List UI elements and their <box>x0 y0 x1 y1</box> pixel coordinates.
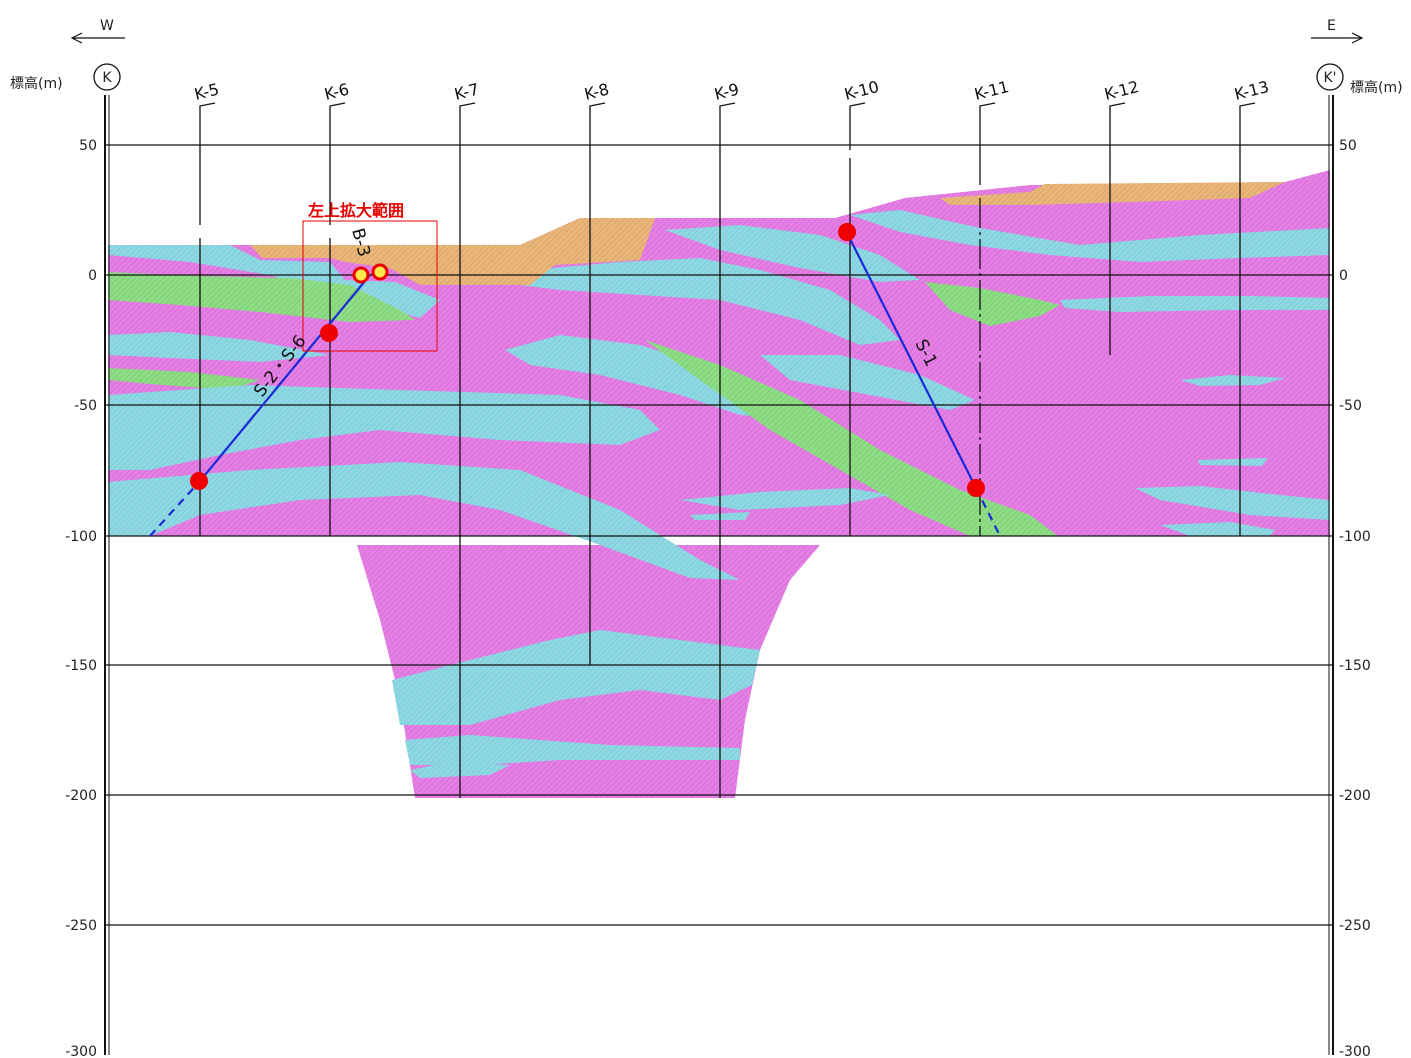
cyan-strata <box>1198 458 1268 466</box>
section-mark-circle-icon <box>1316 63 1344 91</box>
green-strata <box>645 340 1058 536</box>
cyan-strata <box>1135 486 1330 520</box>
zoom-range-box <box>302 220 438 352</box>
west-arrowhead-icon <box>70 32 83 44</box>
east-arrowhead-icon <box>1351 32 1364 44</box>
section-mark-label: K' <box>1323 70 1336 86</box>
elevation-tick-label: -100 <box>65 529 97 545</box>
cyan-strata <box>108 385 660 470</box>
fault-s1-extension <box>975 487 1001 537</box>
borehole-label: K-11 <box>972 77 1011 104</box>
borehole-label: K-7 <box>452 79 481 103</box>
cyan-strata <box>665 225 920 282</box>
elevation-tick-label: -50 <box>1339 398 1362 414</box>
fault-s1 <box>845 230 977 489</box>
section-mark-right: K' <box>1316 63 1344 91</box>
borehole-label: K-5 <box>192 79 221 103</box>
right-axis-title: 標高(m) <box>1350 79 1403 96</box>
section-mark-label: K <box>102 70 112 86</box>
cyan-strata <box>108 462 740 580</box>
right-elevation-labels: 50 0 -50 -100 -150 -200 -250 -300 <box>1339 138 1371 1058</box>
east-label: E <box>1327 18 1336 34</box>
zoom-range-label: 左上拡大範囲 <box>307 201 404 220</box>
red-point-marker <box>838 223 856 241</box>
elevation-tick-label: 50 <box>1339 138 1357 154</box>
fault-s2-s6 <box>199 274 371 482</box>
direction-indicator-east: E <box>1311 18 1364 44</box>
cyan-strata <box>108 332 330 362</box>
observation-markers <box>190 223 985 497</box>
cyan-strata <box>680 488 890 510</box>
elevation-gridlines <box>105 144 1333 926</box>
elevation-tick-label: -50 <box>74 398 97 414</box>
borehole-label: K-12 <box>1102 77 1141 104</box>
borehole-label: K-9 <box>712 79 741 103</box>
orange-surface-layer <box>250 218 655 285</box>
section-mark-circle-icon <box>93 63 121 91</box>
elevation-tick-label: -150 <box>65 658 97 674</box>
left-elevation-labels: 50 0 -50 -100 -150 -200 -250 -300 <box>65 138 97 1058</box>
elevation-tick-label: 50 <box>79 138 97 154</box>
green-strata <box>925 282 1060 326</box>
strata-layers <box>108 170 1330 798</box>
elevation-tick-label: -250 <box>1339 918 1371 934</box>
cyan-strata <box>760 355 975 410</box>
fault-s2-s6-extension <box>149 480 201 537</box>
cyan-strata <box>850 210 1330 262</box>
yellow-point-marker <box>352 266 370 284</box>
elevation-tick-label: -300 <box>1339 1044 1371 1058</box>
elevation-tick-label: -200 <box>1339 788 1371 804</box>
borehole-label: K-10 <box>842 77 881 104</box>
elevation-tick-label: 0 <box>88 268 97 284</box>
elevation-tick-label: -250 <box>65 918 97 934</box>
elevation-tick-label: -100 <box>1339 529 1371 545</box>
elevation-tick-label: -300 <box>65 1044 97 1058</box>
elevation-tick-label: -200 <box>65 788 97 804</box>
borehole-labels: K-5 K-6 K-7 K-8 K-9 K-10 K-11 K-12 K-13 <box>192 77 1271 104</box>
cyan-strata <box>405 735 740 765</box>
red-point-marker <box>967 479 985 497</box>
orange-surface-layer <box>940 182 1285 205</box>
red-point-marker <box>190 472 208 490</box>
elevation-axes <box>104 95 1334 1055</box>
yellow-point-marker <box>371 263 389 281</box>
green-strata <box>108 368 260 390</box>
section-mark-left: K <box>93 63 121 91</box>
fault-lines <box>149 230 1001 537</box>
borehole-lines <box>199 102 1256 798</box>
cyan-strata <box>1160 522 1275 536</box>
elevation-tick-label: 0 <box>1339 268 1348 284</box>
elevation-tick-label: -150 <box>1339 658 1371 674</box>
borehole-label: K-8 <box>582 79 611 103</box>
cyan-strata <box>520 258 900 345</box>
west-label: W <box>100 18 114 34</box>
red-point-marker <box>320 324 338 342</box>
borehole-label: K-13 <box>1232 77 1271 104</box>
green-strata <box>108 272 415 322</box>
cyan-strata <box>392 630 760 725</box>
left-axis-title: 標高(m) <box>10 75 63 92</box>
cyan-strata <box>1180 375 1285 386</box>
cyan-strata <box>1060 296 1330 312</box>
direction-indicator-west: W <box>70 18 125 44</box>
borehole-label: K-6 <box>322 79 351 103</box>
